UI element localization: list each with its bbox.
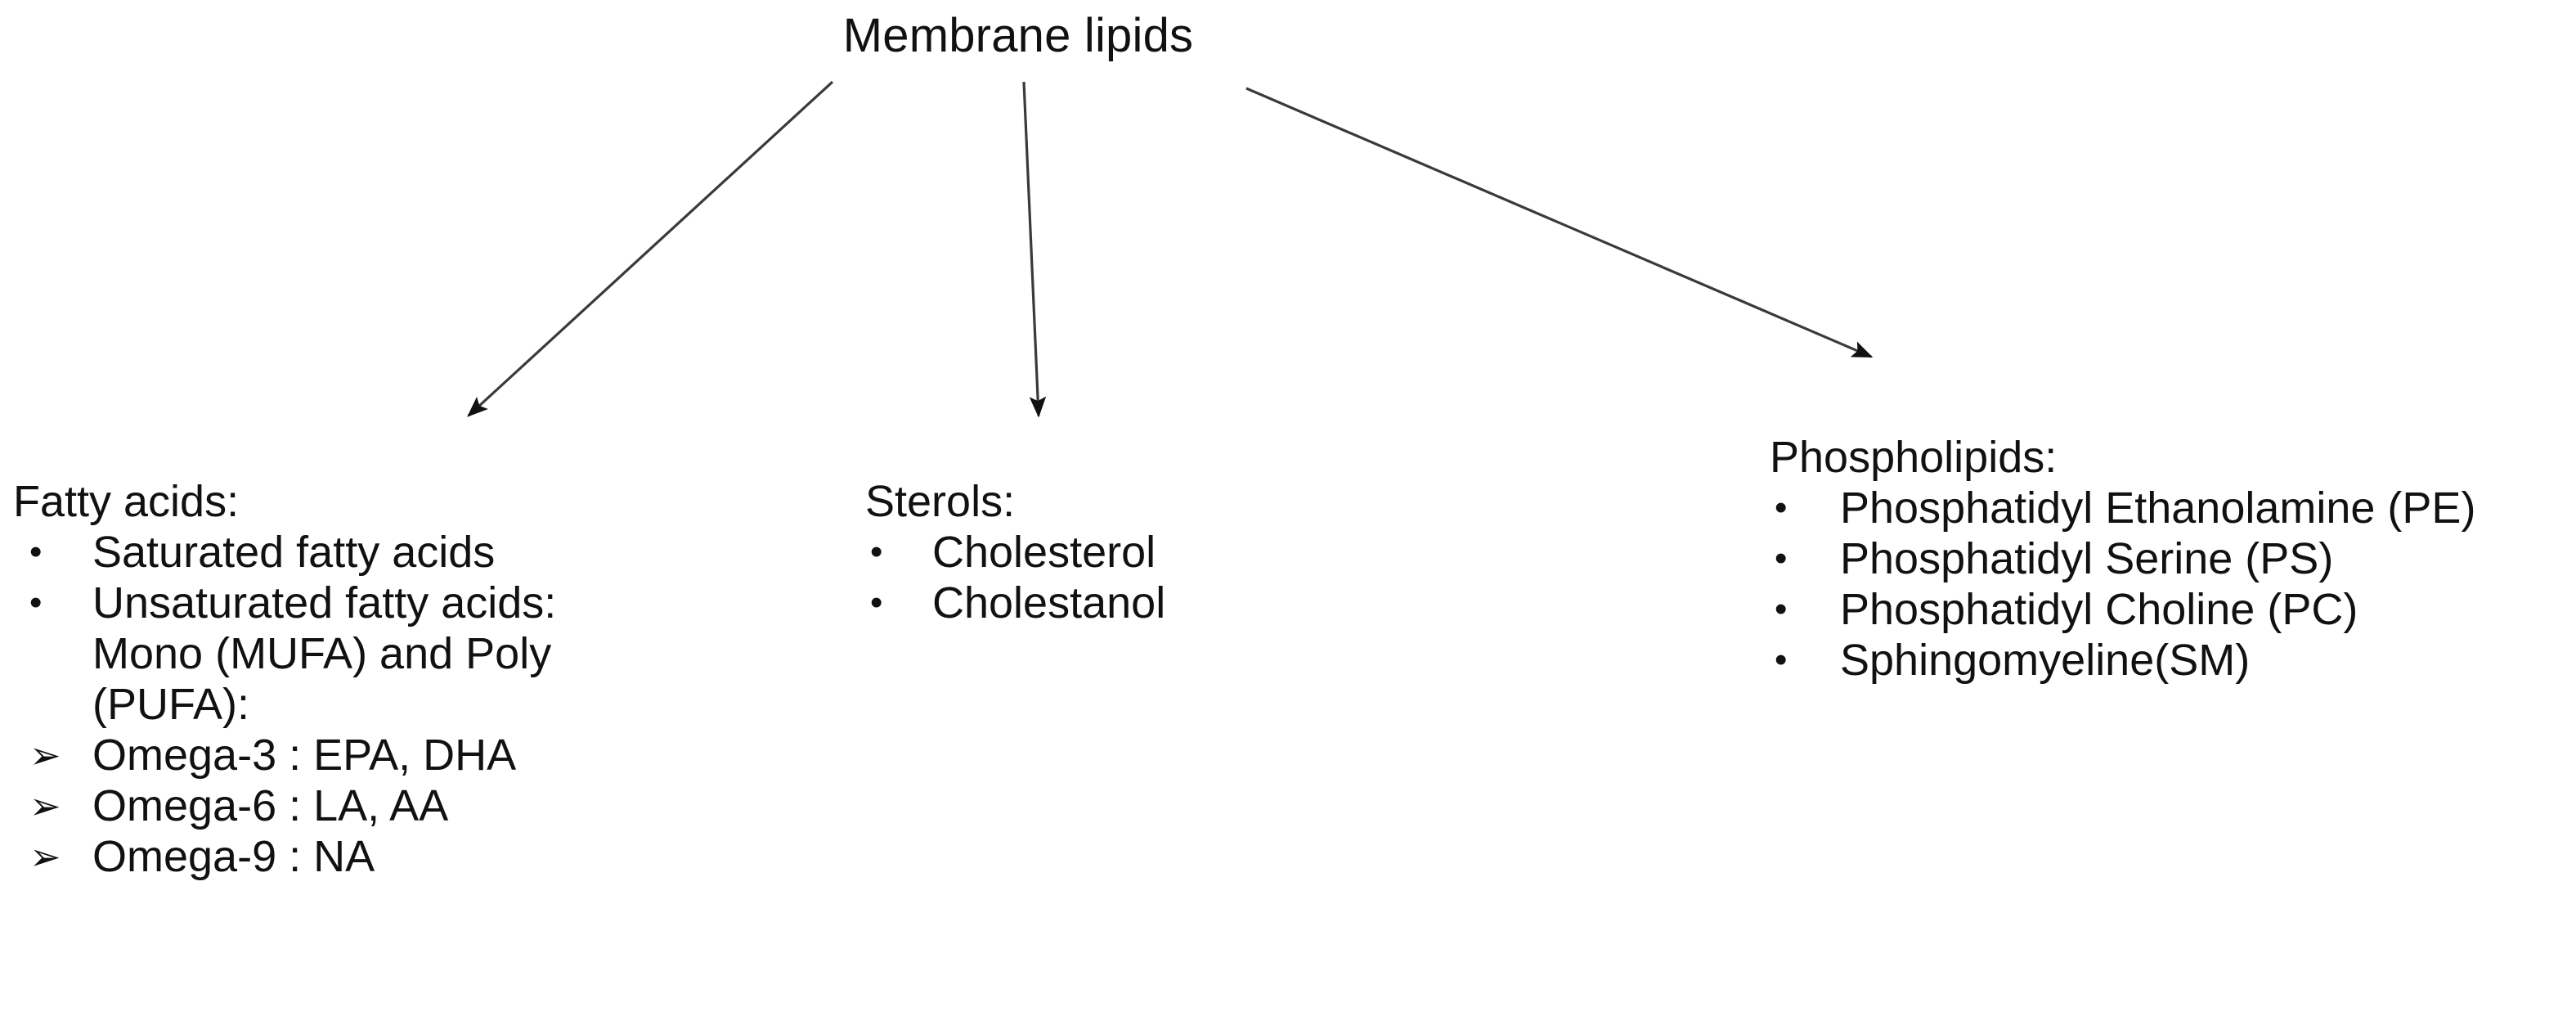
dot-bullet-icon: • bbox=[1775, 488, 1788, 528]
branch-list-fatty-acids: • Saturated fatty acids • Unsaturated fatty… bbox=[13, 527, 798, 882]
list-item: • Saturated fatty acids bbox=[13, 527, 798, 578]
list-item-label: Saturated fatty acids bbox=[92, 528, 496, 577]
branch-heading-sterols: Sterols: bbox=[865, 477, 1016, 526]
list-item-label: Phosphatidyl Serine (PS) bbox=[1840, 534, 2334, 583]
dot-bullet-icon: • bbox=[1775, 589, 1788, 629]
list-item-label: Omega-3 : EPA, DHA bbox=[92, 731, 517, 780]
list-item-continuation-line: (PUFA): bbox=[92, 680, 250, 729]
connector-arrow-to-phospholipids bbox=[1245, 87, 1874, 358]
list-item-label: Sphingomyeline(SM) bbox=[1840, 636, 2251, 685]
arrow-bullet-icon: ➢ bbox=[29, 734, 61, 776]
list-item: • Phosphatidyl Ethanolamine (PE) bbox=[1770, 483, 2576, 533]
root-node-membrane-lipids: Membrane lipids bbox=[0, 11, 2576, 61]
connector-arrow-to-fatty-acids bbox=[467, 80, 834, 417]
list-item: ➢ Omega-3 : EPA, DHA bbox=[13, 730, 798, 780]
branch-phospholipids: Phospholipids: • Phosphatidyl Ethanolamin… bbox=[1770, 432, 2576, 686]
dot-bullet-icon: • bbox=[29, 582, 43, 623]
branch-fatty-acids: Fatty acids: • Saturated fatty acids • Unsa… bbox=[13, 476, 798, 882]
branch-list-sterols: • Cholesterol • Cholestanol bbox=[865, 527, 1487, 628]
list-item: • Cholestanol bbox=[865, 578, 1487, 628]
dot-bullet-icon: • bbox=[29, 532, 43, 572]
dot-bullet-icon: • bbox=[1775, 640, 1788, 680]
list-item: ➢ Omega-6 : LA, AA bbox=[13, 780, 798, 831]
connector-arrow-to-sterols bbox=[1022, 81, 1047, 418]
list-item-continuation-line: Mono (MUFA) and Poly bbox=[92, 629, 552, 678]
dot-bullet-icon: • bbox=[870, 532, 883, 572]
branch-sterols: Sterols: • Cholesterol • Cholestanol bbox=[865, 476, 1487, 628]
dot-bullet-icon: • bbox=[1775, 538, 1788, 578]
branch-list-phospholipids: • Phosphatidyl Ethanolamine (PE) • Phosphat… bbox=[1770, 483, 2576, 686]
list-item-label: Omega-9 : NA bbox=[92, 832, 375, 881]
list-item-label: Cholestanol bbox=[932, 578, 1166, 627]
list-item-label: Unsaturated fatty acids: bbox=[92, 578, 557, 627]
list-item-label: Phosphatidyl Ethanolamine (PE) bbox=[1840, 484, 2476, 533]
list-item-label: Phosphatidyl Choline (PC) bbox=[1840, 585, 2358, 634]
branch-heading-fatty-acids: Fatty acids: bbox=[13, 477, 240, 526]
list-item: • Phosphatidyl Serine (PS) bbox=[1770, 533, 2576, 584]
list-item: • Phosphatidyl Choline (PC) bbox=[1770, 584, 2576, 635]
list-item: • Cholesterol bbox=[865, 527, 1487, 578]
list-item-label: Omega-6 : LA, AA bbox=[92, 781, 449, 830]
arrow-bullet-icon: ➢ bbox=[29, 785, 61, 827]
branch-heading-phospholipids: Phospholipids: bbox=[1770, 433, 2058, 482]
root-node-label: Membrane lipids bbox=[842, 9, 1194, 62]
dot-bullet-icon: • bbox=[870, 582, 883, 623]
arrow-bullet-icon: ➢ bbox=[29, 835, 61, 878]
list-item-label: Cholesterol bbox=[932, 528, 1156, 577]
list-item: • Sphingomyeline(SM) bbox=[1770, 635, 2576, 686]
list-item: ➢ Omega-9 : NA bbox=[13, 831, 798, 882]
list-item: • Unsaturated fatty acids:Mono (MUFA) and… bbox=[13, 578, 798, 730]
